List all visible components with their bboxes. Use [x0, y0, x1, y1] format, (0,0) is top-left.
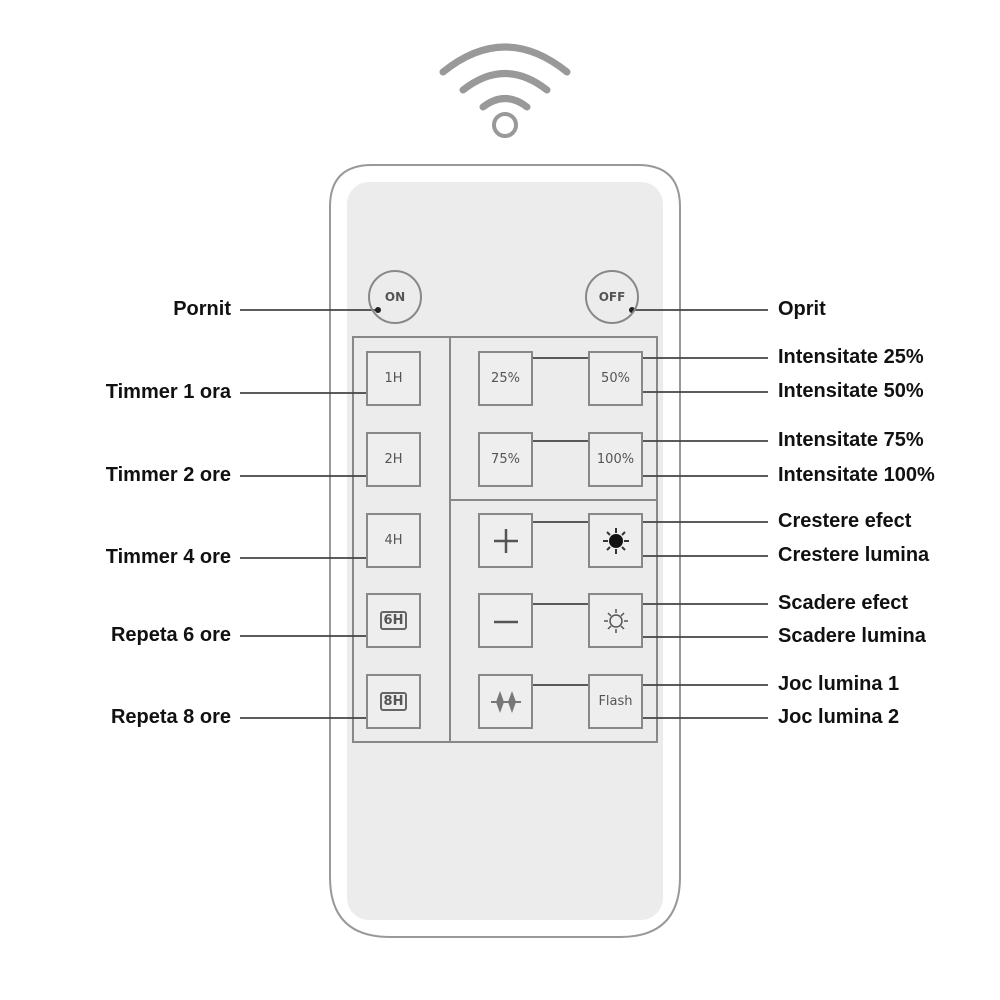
- callout-label: Scadere efect: [778, 592, 909, 614]
- timer-label: 1H: [384, 371, 403, 386]
- button-grid-frame: [352, 336, 658, 743]
- timer-label: 4H: [384, 533, 403, 548]
- flash-label: Flash: [598, 694, 633, 709]
- effect-up-button[interactable]: [478, 513, 533, 568]
- callout-label: Joc lumina 2: [778, 706, 900, 728]
- off-button-label: OFF: [598, 290, 626, 304]
- callout-label: Timmer 4 ore: [105, 546, 231, 568]
- repeat-8h-button[interactable]: 8H: [366, 674, 421, 729]
- effect-down-button[interactable]: [478, 593, 533, 648]
- timer-label: 6H: [379, 611, 408, 630]
- on-button[interactable]: ON: [368, 270, 422, 324]
- timer-2h-button[interactable]: 2H: [366, 432, 421, 487]
- intensity-100-button[interactable]: 100%: [588, 432, 643, 487]
- callout-label: Repeta 8 ore: [110, 706, 231, 728]
- sun-outline-icon: [603, 608, 628, 633]
- callout-label: Crestere lumina: [778, 544, 930, 566]
- callout-label: Intensitate 50%: [778, 380, 924, 402]
- callout-label: Intensitate 75%: [778, 429, 924, 451]
- callout-label: Pornit: [173, 298, 231, 320]
- level-label: 100%: [596, 452, 635, 467]
- timer-1h-button[interactable]: 1H: [366, 351, 421, 406]
- callout-label: Intensitate 25%: [778, 346, 924, 368]
- callout-label: Intensitate 100%: [778, 464, 935, 486]
- plus-icon: [493, 528, 518, 553]
- timer-label: 2H: [384, 452, 403, 467]
- callout-label: Timmer 2 ore: [105, 464, 231, 486]
- level-label: 75%: [491, 452, 520, 467]
- callout-label: Oprit: [778, 298, 826, 320]
- light-effect-1-button[interactable]: [478, 674, 533, 729]
- intensity-25-button[interactable]: 25%: [478, 351, 533, 406]
- callout-label: Repeta 6 ore: [110, 624, 231, 646]
- wifi-signal-icon: [439, 43, 571, 138]
- minus-icon: [493, 620, 518, 623]
- callout-label: Scadere lumina: [778, 625, 926, 647]
- intensity-50-button[interactable]: 50%: [588, 351, 643, 406]
- callout-label: Joc lumina 1: [778, 673, 900, 695]
- on-button-label: ON: [384, 290, 406, 304]
- callout-label: Timmer 1 ora: [105, 381, 231, 403]
- flash-button[interactable]: Flash: [588, 674, 643, 729]
- level-label: 25%: [491, 371, 520, 386]
- light-effect-icon: [490, 690, 521, 713]
- sun-filled-icon: [602, 527, 629, 554]
- off-button[interactable]: OFF: [585, 270, 639, 324]
- timer-4h-button[interactable]: 4H: [366, 513, 421, 568]
- brightness-down-button[interactable]: [588, 593, 643, 648]
- level-label: 50%: [601, 371, 630, 386]
- intensity-75-button[interactable]: 75%: [478, 432, 533, 487]
- brightness-up-button[interactable]: [588, 513, 643, 568]
- repeat-6h-button[interactable]: 6H: [366, 593, 421, 648]
- timer-label: 8H: [379, 692, 408, 711]
- callout-label: Crestere efect: [778, 510, 912, 532]
